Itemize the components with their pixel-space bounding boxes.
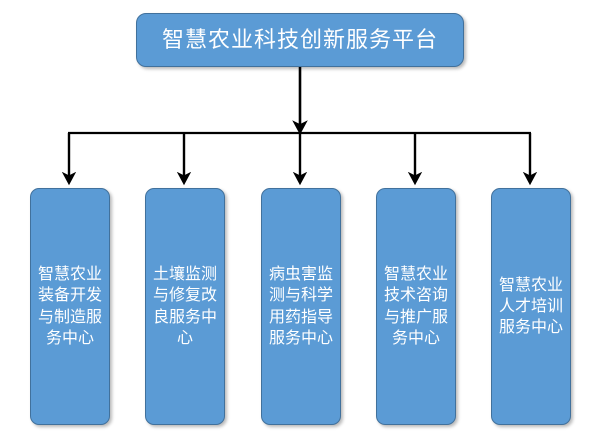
child-node-5-label: 智慧农业人才培训服务中心: [498, 276, 563, 337]
child-node-1-label: 智慧农业装备开发与制造服务中心: [37, 266, 102, 347]
child-node-3[interactable]: 病虫害监测与科学用药指导服务中心: [261, 188, 341, 425]
child-node-3-label: 病虫害监测与科学用药指导服务中心: [268, 266, 333, 347]
child-node-5[interactable]: 智慧农业人才培训服务中心: [491, 188, 571, 425]
child-node-2-label: 土壤监测与修复改良服务中心: [152, 266, 217, 347]
child-node-1[interactable]: 智慧农业装备开发与制造服务中心: [30, 188, 110, 425]
child-node-4-label: 智慧农业技术咨询与推广服务中心: [383, 266, 448, 347]
root-node-label: 智慧农业科技创新服务平台: [161, 26, 438, 52]
child-node-2[interactable]: 土壤监测与修复改良服务中心: [145, 188, 225, 425]
child-node-4[interactable]: 智慧农业技术咨询与推广服务中心: [376, 188, 456, 425]
root-node[interactable]: 智慧农业科技创新服务平台: [136, 13, 464, 67]
